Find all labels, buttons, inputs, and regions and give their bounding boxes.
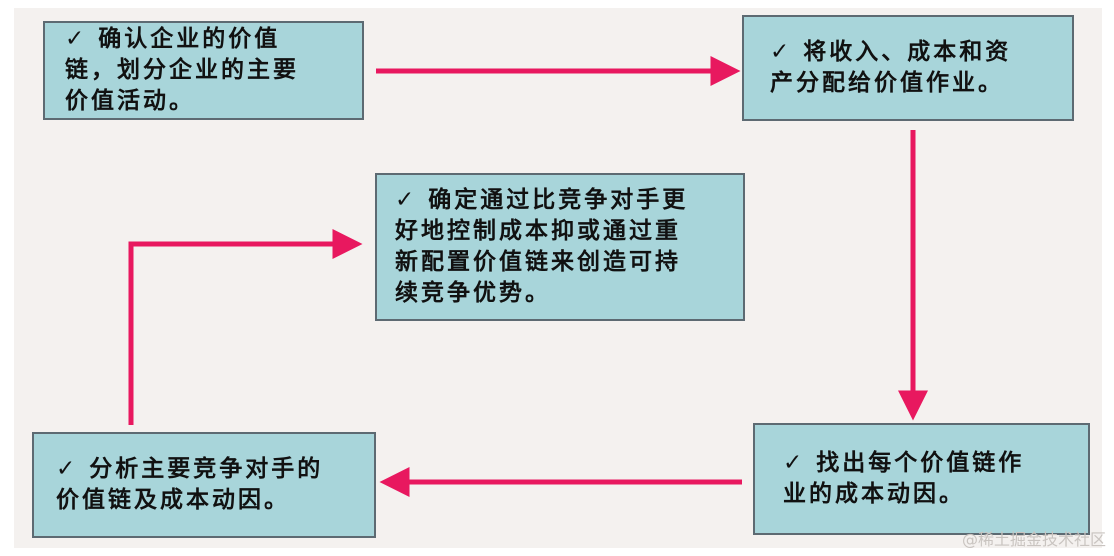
step-box-text: ✓ 分析主要竞争对手的 价值链及成本动因。 <box>56 456 324 513</box>
step-box-text: ✓ 确定通过比竞争对手更 好地控制成本抑或通过重 新配置价值链来创造可持 续竞争… <box>395 187 689 306</box>
arrow-box4-to-box5 <box>128 229 363 425</box>
step-box-competitive-advantage: ✓ 确定通过比竞争对手更 好地控制成本抑或通过重 新配置价值链来创造可持 续竞争… <box>375 173 745 321</box>
step-box-identify-value-chain: ✓ 确认企业的价值 链，划分企业的主要 价值活动。 <box>43 21 364 120</box>
step-box-allocate-to-activities: ✓ 将收入、成本和资 产分配给价值作业。 <box>742 15 1074 121</box>
step-box-text: ✓ 找出每个价值链作 业的成本动因。 <box>783 450 1025 507</box>
watermark: @稀土掘金技术社区 <box>961 530 1106 549</box>
step-box-find-cost-drivers: ✓ 找出每个价值链作 业的成本动因。 <box>753 423 1090 535</box>
step-box-analyze-competitors: ✓ 分析主要竞争对手的 价值链及成本动因。 <box>32 432 376 538</box>
step-box-text: ✓ 确认企业的价值 链，划分企业的主要 价值活动。 <box>65 26 299 114</box>
step-box-text: ✓ 将收入、成本和资 产分配给价值作业。 <box>770 39 1012 96</box>
